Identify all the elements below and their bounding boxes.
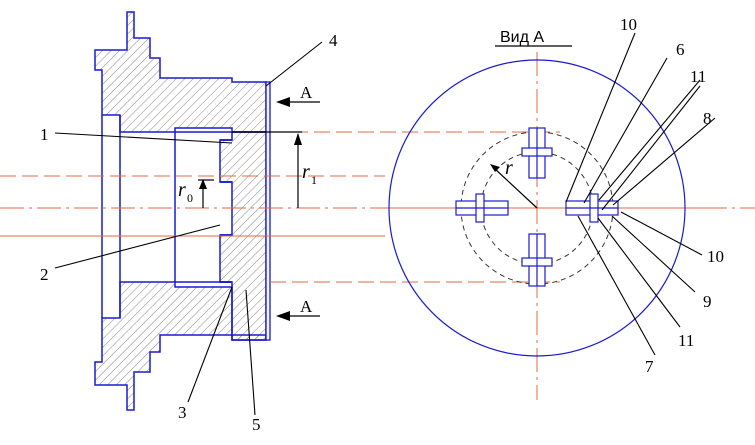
r1-label: r — [302, 161, 310, 183]
callout-5: 5 — [252, 415, 261, 434]
callout-6: 6 — [676, 40, 685, 59]
callout-11-top: 11 — [690, 67, 706, 86]
view-a — [388, 59, 686, 357]
centerlines — [0, 52, 755, 400]
callout-10-right: 10 — [707, 247, 724, 266]
callout-2: 2 — [40, 265, 49, 284]
r1-subscript: 1 — [311, 173, 317, 187]
arrow-label-bottom: A — [300, 297, 313, 316]
sensor-left — [455, 193, 509, 223]
callout-4: 4 — [329, 31, 338, 50]
inner-bore — [101, 115, 232, 318]
view-arrow-bottom-head — [276, 311, 290, 321]
r0-label: r — [178, 179, 186, 201]
upper-body-section — [94, 11, 267, 133]
dimensions — [198, 45, 572, 321]
cover-plate — [265, 81, 271, 341]
view-radius-label: r — [505, 157, 513, 179]
sensor-right — [565, 193, 619, 223]
callout-1: 1 — [40, 125, 49, 144]
callout-9: 9 — [703, 292, 712, 311]
callout-7: 7 — [645, 357, 654, 376]
lower-body-section — [94, 281, 267, 411]
callout-8: 8 — [703, 109, 712, 128]
step-ledges — [220, 139, 232, 283]
view-title: Вид А — [500, 29, 544, 46]
radius-r-arrowhead — [490, 164, 500, 172]
r0-arrowhead — [199, 179, 207, 189]
arrow-label-top: A — [300, 83, 313, 102]
callout-11-bottom: 11 — [678, 331, 694, 350]
leader-lines — [54, 32, 716, 416]
view-arrow-top-head — [276, 97, 290, 107]
section-view — [94, 11, 271, 411]
radius-r-arrow — [493, 167, 538, 209]
callout-3: 3 — [178, 403, 187, 422]
sensor-bottom — [521, 233, 553, 287]
sensor-top — [521, 127, 553, 179]
callout-10-top: 10 — [620, 15, 637, 34]
outer-disc — [388, 59, 686, 357]
r1-arrowhead — [294, 133, 302, 145]
r0-subscript: 0 — [187, 191, 193, 205]
